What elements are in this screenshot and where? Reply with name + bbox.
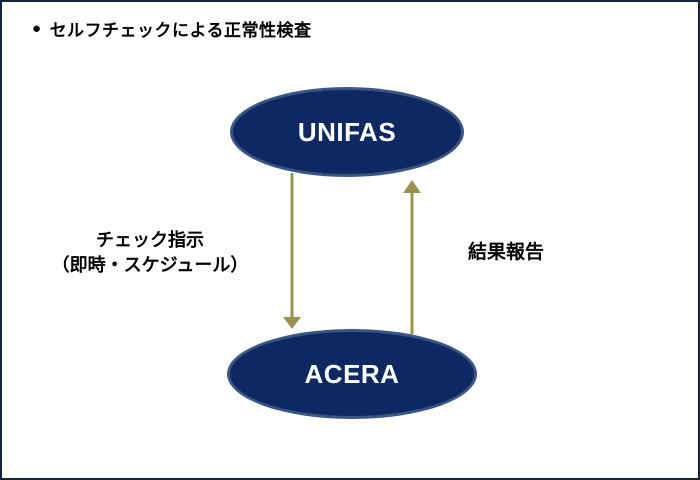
edge-label-result-report: 結果報告 bbox=[468, 242, 545, 263]
page-title: ● セルフチェックによる正常性検査 bbox=[32, 16, 312, 41]
node-acera: ACERA bbox=[227, 329, 477, 419]
down-arrow bbox=[283, 173, 301, 329]
edge-label-check-instruction-line1: チェック指示 bbox=[96, 230, 204, 250]
edge-label-check-instruction: チェック指示 （即時・スケジュール） bbox=[50, 228, 250, 278]
up-arrow bbox=[403, 180, 421, 334]
node-unifas-label: UNIFAS bbox=[297, 116, 397, 147]
edge-label-check-instruction-line2: （即時・スケジュール） bbox=[51, 255, 249, 276]
page-title-text: セルフチェックによる正常性検査 bbox=[49, 21, 312, 40]
node-unifas: UNIFAS bbox=[230, 87, 464, 177]
bullet-icon: ● bbox=[32, 20, 42, 37]
node-acera-label: ACERA bbox=[304, 358, 400, 389]
